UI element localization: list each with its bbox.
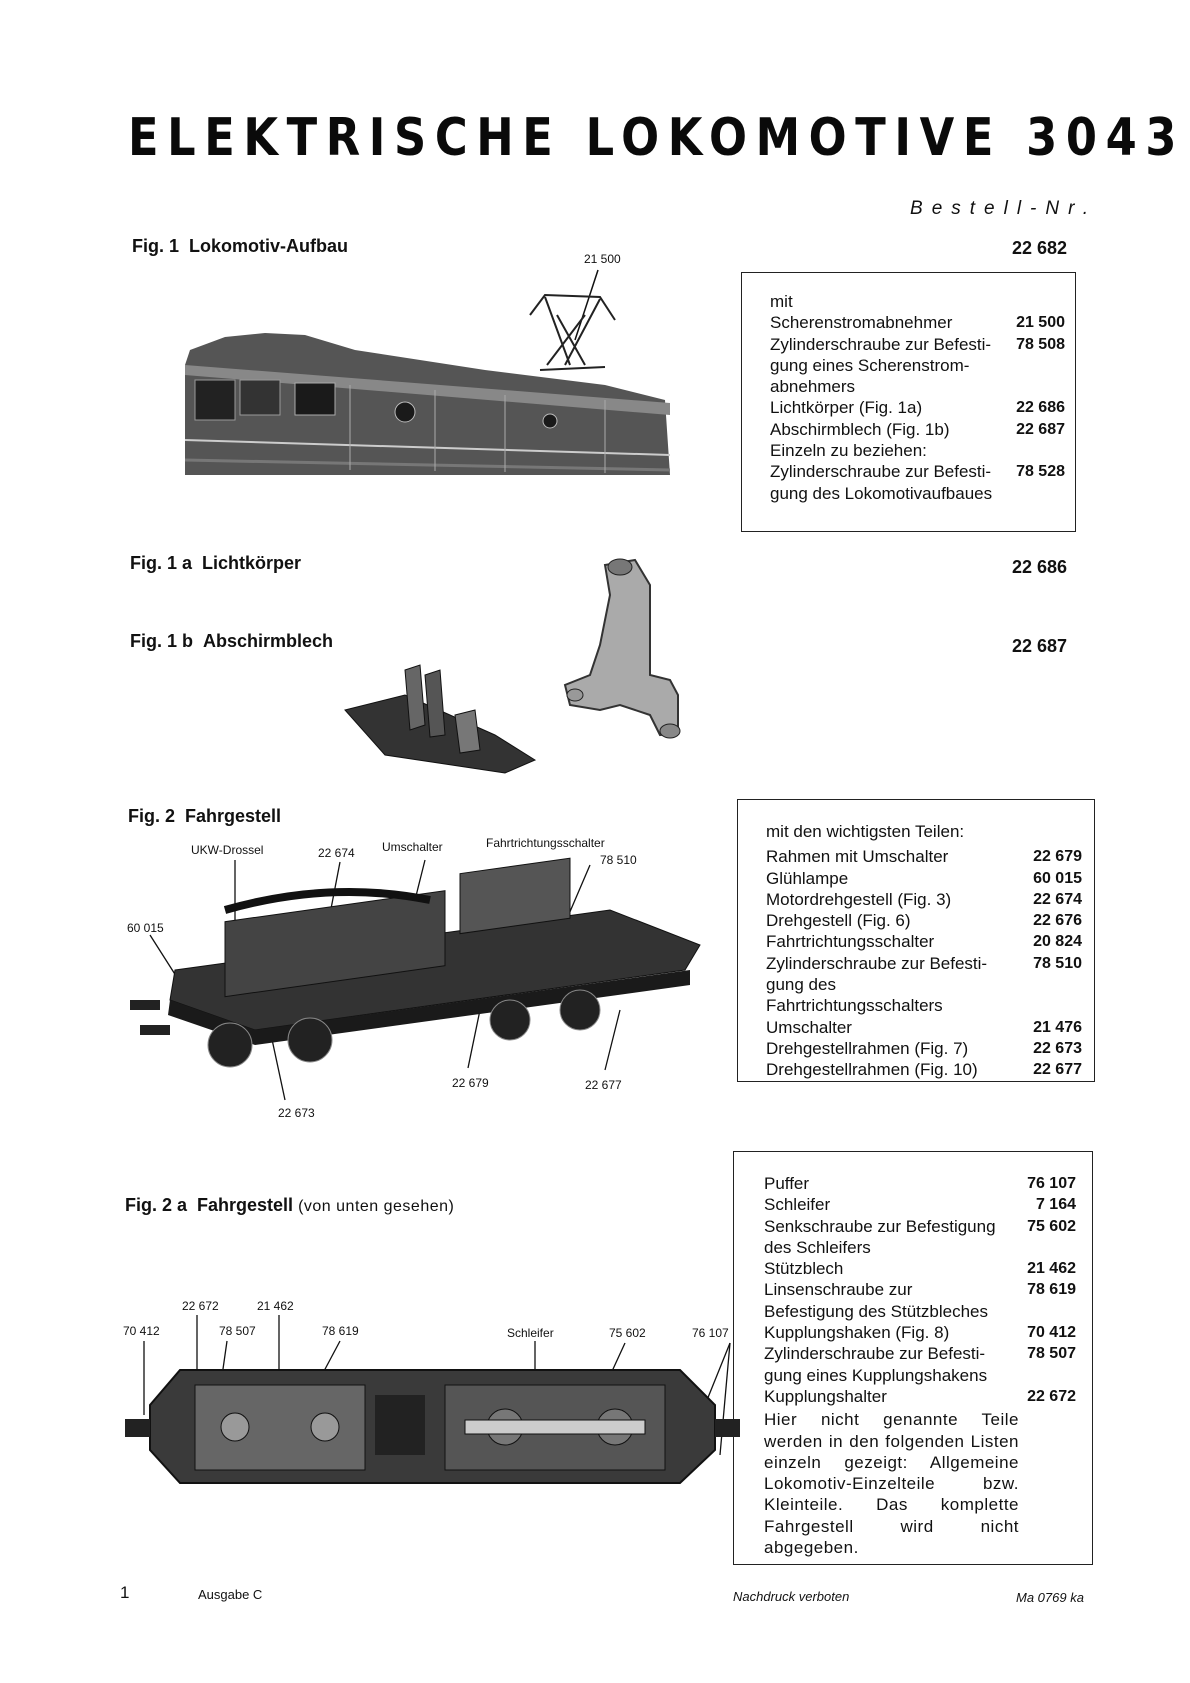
fig2a-callout-78507: 78 507	[219, 1324, 256, 1338]
fig2-callout-22673: 22 673	[278, 1106, 315, 1120]
fig2-name: Fahrgestell	[185, 806, 282, 826]
fig1-separate-heading: Einzeln zu beziehen:	[770, 441, 927, 461]
parts-row: Zylinderschraube zur Befesti-gung des Fa…	[766, 953, 1082, 1016]
locomotive-body-illustration	[184, 269, 671, 475]
fig2a-name: Fahrgestell	[197, 1195, 294, 1215]
fig2-callout-22679: 22 679	[452, 1076, 489, 1090]
fig1-name: Lokomotiv-Aufbau	[189, 236, 349, 256]
bestell-nr-label: Bestell-Nr.	[910, 198, 1097, 219]
parts-row: Zylinderschraube zur Befesti-gung des Lo…	[770, 462, 1065, 503]
fig2-callout-22674: 22 674	[318, 846, 355, 860]
fahrgestell-underside-illustration	[125, 1315, 740, 1484]
fig2a-label: Fig. 2 a	[125, 1195, 188, 1215]
fig1b-label: Fig. 1 b	[130, 631, 193, 651]
fig1-box-intro: mit	[770, 292, 793, 311]
fig1b-name: Abschirmblech	[203, 631, 334, 651]
fig2a-callout-75602: 75 602	[609, 1326, 646, 1340]
fig1b-heading: Fig. 1 b Abschirmblech	[130, 631, 333, 652]
parts-row: Abschirmblech (Fig. 1b)22 687	[770, 419, 1065, 439]
fig2-label: Fig. 2	[128, 806, 176, 826]
fig2-callout-22677: 22 677	[585, 1078, 622, 1092]
fig2a-note: Hier nicht genannte Teile werden in den …	[764, 1410, 1019, 1558]
fig2a-callout-70412: 70 412	[123, 1324, 160, 1338]
fig2-callout-ukw: UKW-Drossel	[191, 843, 264, 857]
parts-row: Motordrehgestell (Fig. 3)22 674	[766, 889, 1082, 909]
lichtkoerper-illustration	[563, 558, 681, 739]
page-title: ELEKTRISCHE LOKOMOTIVE 3043	[128, 108, 1186, 168]
fig1a-name: Lichtkörper	[202, 553, 302, 573]
fig2a-callout-22672: 22 672	[182, 1299, 219, 1313]
fig1b-number: 22 687	[1012, 636, 1068, 656]
fig1a-number: 22 686	[1012, 557, 1068, 577]
fig2a-heading: Fig. 2 a Fahrgestell (von unten gesehen)	[125, 1195, 454, 1216]
fig2a-callout-78619: 78 619	[322, 1324, 359, 1338]
fig2-callout-60015: 60 015	[127, 921, 164, 935]
parts-row: Senkschraube zur Befestigung des Schleif…	[764, 1216, 1076, 1257]
fig1a-heading: Fig. 1 a Lichtkörper	[130, 553, 301, 574]
fig2-callout-umschalter: Umschalter	[382, 840, 443, 854]
parts-row: Lichtkörper (Fig. 1a)22 686	[770, 398, 1065, 418]
fig2-callout-78510: 78 510	[600, 853, 637, 867]
fig2-heading: Fig. 2 Fahrgestell	[128, 806, 281, 827]
fig2-parts-box: mit den wichtigsten Teilen: Rahmen mit U…	[737, 799, 1095, 1082]
parts-row: Zylinderschraube zur Befesti-gung eines …	[770, 334, 1065, 397]
parts-row: Drehgestell (Fig. 6)22 676	[766, 911, 1082, 931]
parts-row: Drehgestellrahmen (Fig. 10)22 677	[766, 1060, 1082, 1080]
fig2a-callout-76107: 76 107	[692, 1326, 729, 1340]
fig2-box-intro: mit den wichtigsten Teilen:	[766, 822, 965, 841]
fig1-heading: Fig. 1 Lokomotiv-Aufbau	[132, 236, 348, 257]
fahrgestell-illustration	[130, 857, 701, 1101]
fig1-callout-21500: 21 500	[584, 252, 621, 266]
fig2a-sub: (von unten gesehen)	[298, 1198, 455, 1215]
fig2a-callout-21462: 21 462	[257, 1299, 294, 1313]
fig1-label: Fig. 1	[132, 236, 180, 256]
parts-row: Zylinderschraube zur Befesti-gung eines …	[764, 1344, 1076, 1385]
footer-notice: Nachdruck verboten	[733, 1589, 850, 1604]
fig2-callout-fahrtrichtung: Fahrtrichtungsschalter	[486, 836, 605, 850]
parts-row: Linsenschraube zur Befestigung des Stütz…	[764, 1280, 1076, 1321]
fig2a-callout-schleifer: Schleifer	[507, 1326, 554, 1340]
fig1-number: 22 682	[1012, 238, 1068, 258]
fig1a-label: Fig. 1 a	[130, 553, 193, 573]
footer-edition: Ausgabe C	[198, 1587, 263, 1602]
parts-row: Kupplungshaken (Fig. 8)70 412	[764, 1323, 1076, 1343]
footer-page-number: 1	[120, 1583, 130, 1602]
parts-row: Drehgestellrahmen (Fig. 7)22 673	[766, 1038, 1082, 1058]
abschirmblech-illustration	[344, 664, 537, 774]
footer-code: Ma 0769 ka	[1016, 1590, 1084, 1605]
